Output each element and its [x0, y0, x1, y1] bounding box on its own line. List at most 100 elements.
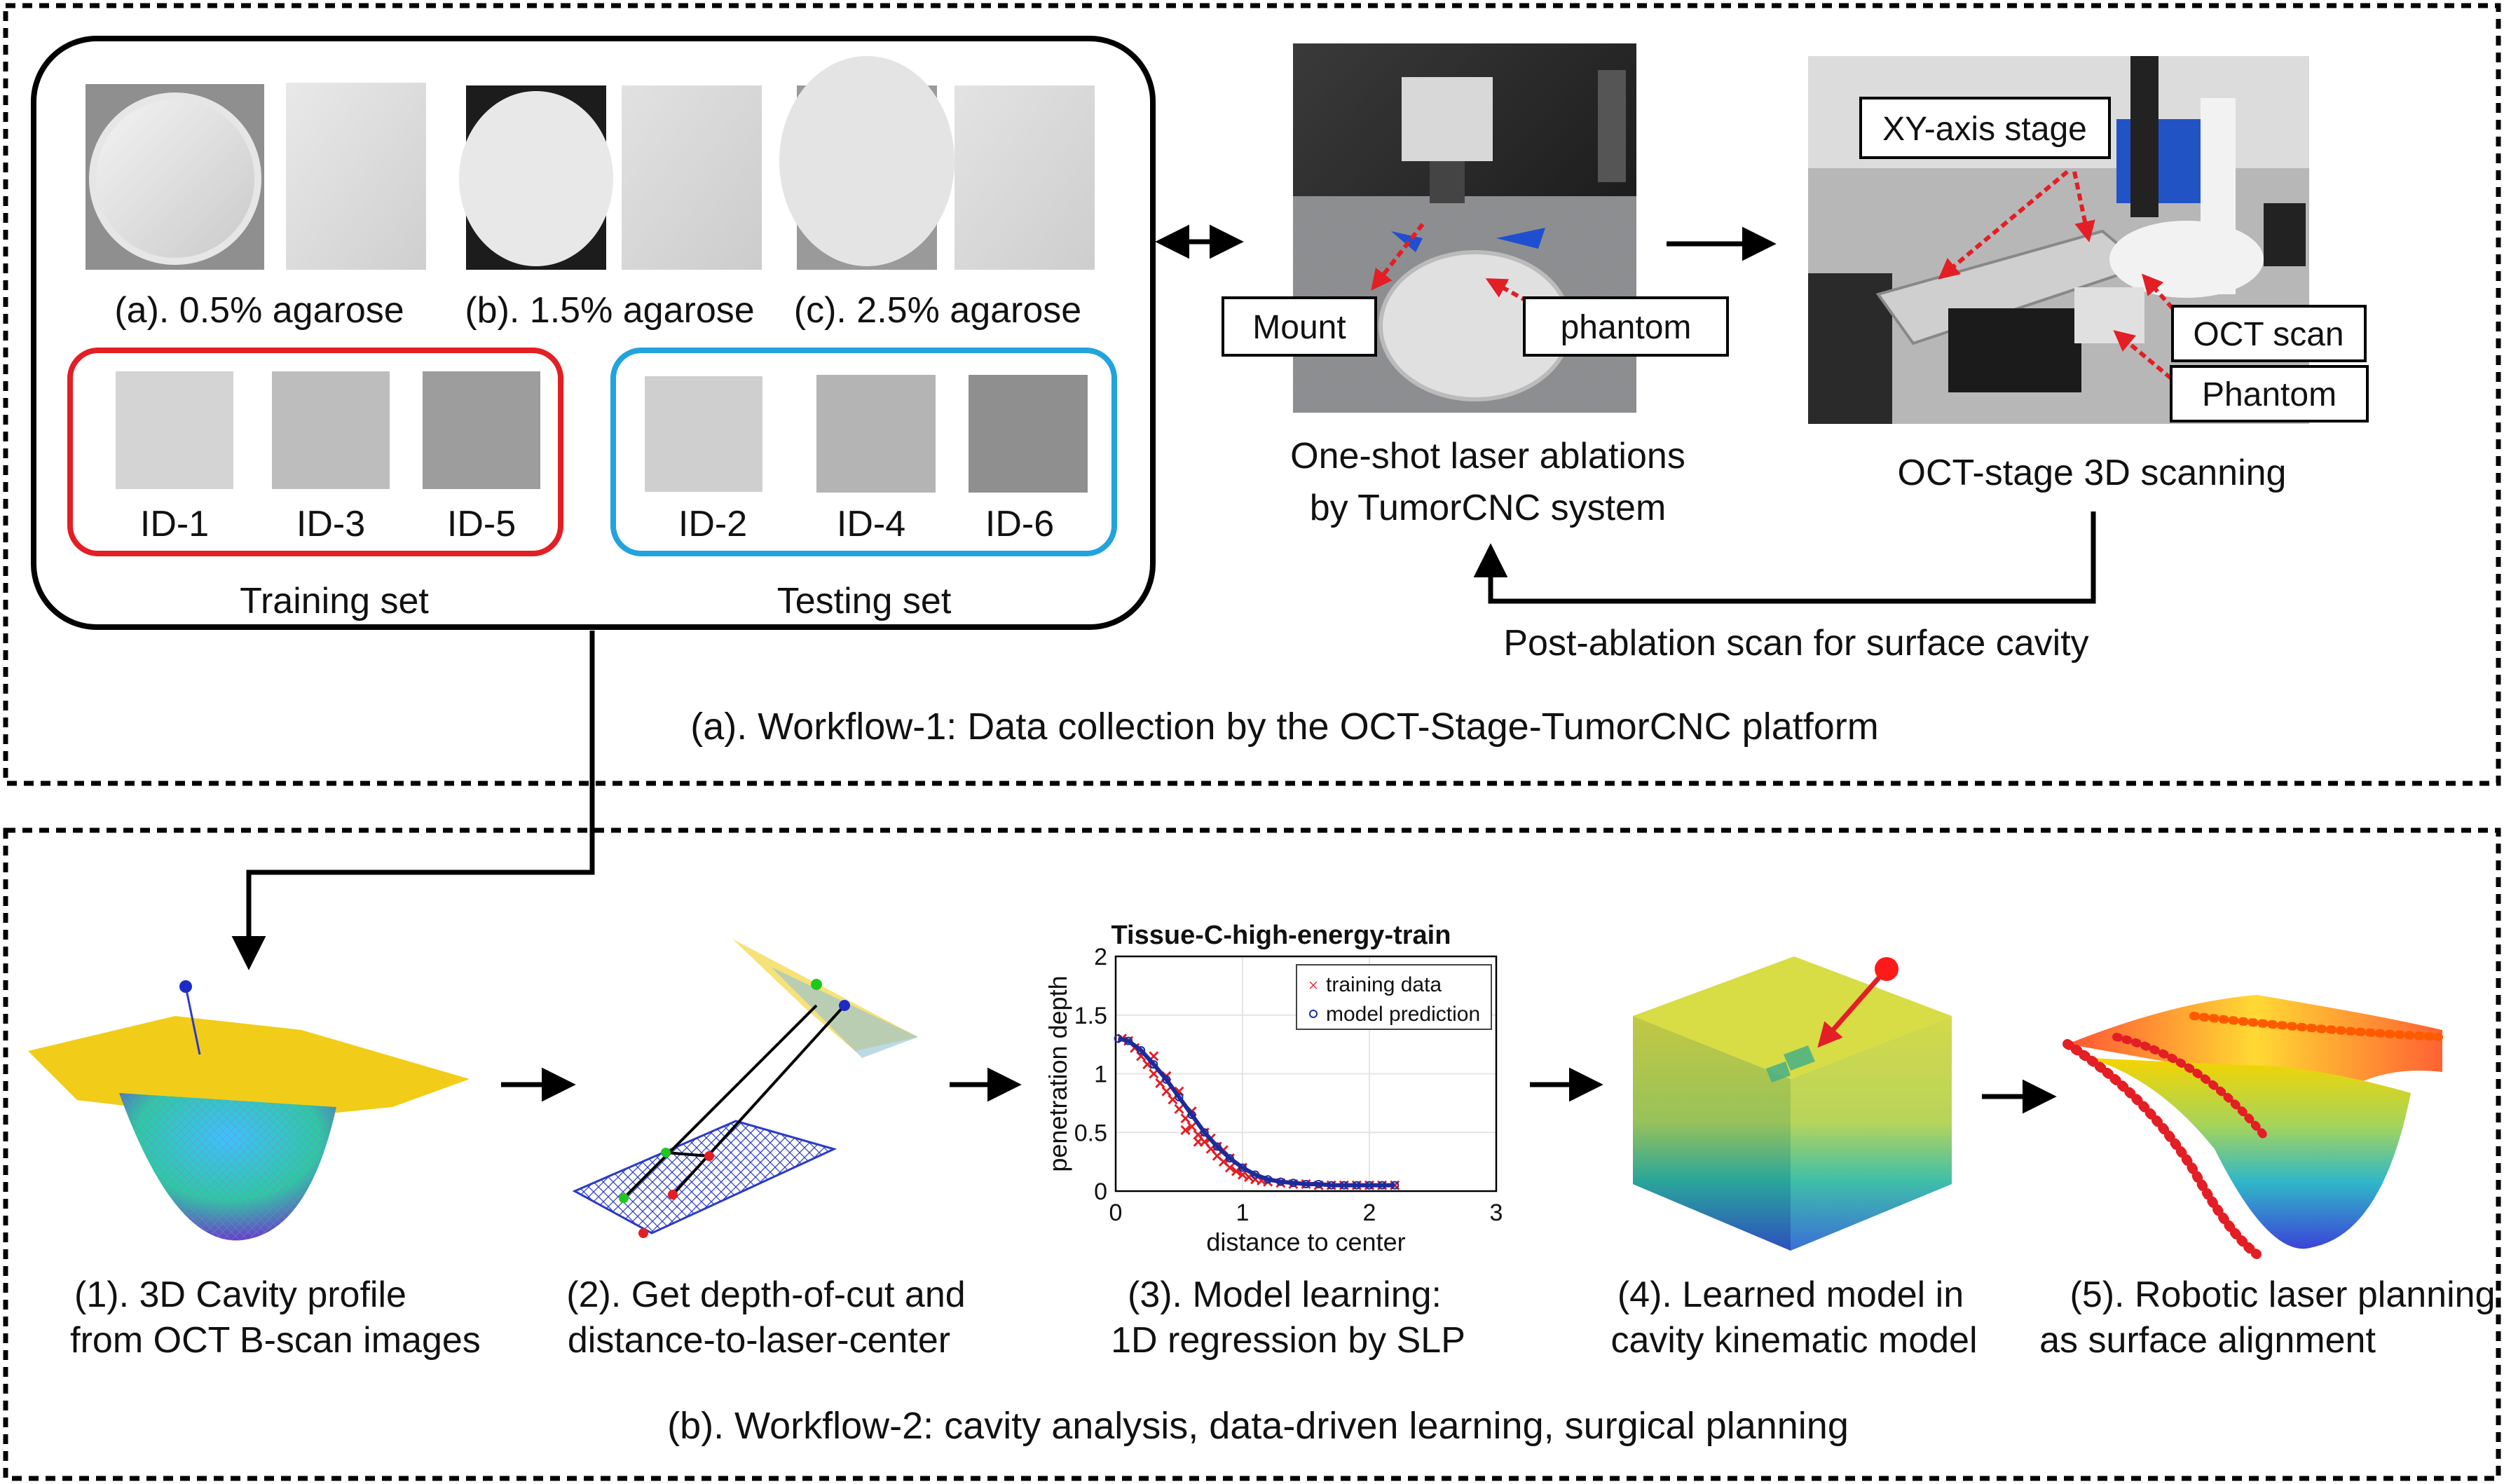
chart-x-tick-label: 0 [1109, 1200, 1123, 1226]
testing-set-box [610, 348, 1117, 556]
workflow2-caption: (b). Workflow-2: cavity analysis, data-d… [667, 1405, 1849, 1447]
agarose-label-15: (b). 1.5% agarose [465, 290, 754, 331]
depth-of-cut-image [572, 939, 918, 1238]
step3-caption-line2: 1D regression by SLP [1111, 1320, 1465, 1361]
xy-stage-pointer [1938, 170, 2069, 280]
legend-marker-model [1309, 1010, 1318, 1018]
model-prediction-point [1137, 1046, 1146, 1054]
step4-caption-line1: (4). Learned model in [1617, 1275, 1964, 1315]
training-id-1: ID-1 [140, 504, 209, 544]
cavity-profile-image [28, 980, 470, 1241]
agarose-photo-25 [779, 56, 1095, 270]
mount-callout: Mount [1252, 309, 1346, 346]
post-ablation-loop-arrow [1473, 511, 2096, 604]
workflow2-frame [3, 827, 2501, 1481]
chart-y-tick-label: 1 [1094, 1062, 1107, 1088]
agarose-photo-15 [459, 85, 762, 270]
legend-label-training: training data [1326, 973, 1442, 996]
testing-id-4: ID-4 [837, 504, 905, 544]
legend-label-model: model prediction [1326, 1003, 1480, 1026]
ablation-photo [1293, 43, 1636, 413]
model-prediction-point [1149, 1060, 1158, 1069]
agarose-photo-05 [85, 83, 426, 270]
training-sample-5 [423, 371, 540, 489]
agarose-label-25: (c). 2.5% agarose [794, 290, 1081, 331]
chart-x-axis-label: distance to center [1206, 1228, 1405, 1256]
model-prediction-point [1289, 1179, 1298, 1188]
workflow-connector-arrow [231, 631, 595, 970]
training-data-point [1186, 1121, 1197, 1132]
oct-scan-callout-box [2171, 305, 2367, 362]
model-prediction-point [1200, 1128, 1209, 1137]
model-prediction-point [1187, 1111, 1196, 1120]
xy-stage-callout: XY-axis stage [1882, 111, 2087, 148]
phantom-oct-pointer [2113, 330, 2173, 380]
mount-pointer [1371, 223, 1425, 291]
chart-x-tick-label: 3 [1490, 1200, 1503, 1226]
model-prediction-point [1301, 1179, 1311, 1188]
model-prediction-point [1238, 1163, 1247, 1172]
training-data-point [1161, 1086, 1172, 1097]
ablation-caption-line1: One-shot laser ablations [1290, 436, 1685, 476]
chart-y-tick-label: 0.5 [1074, 1120, 1107, 1146]
phantom-callout: phantom [1561, 309, 1692, 346]
testing-id-6: ID-6 [985, 504, 1054, 544]
step5-caption-line2: as surface alignment [2039, 1320, 2376, 1361]
model-prediction-point [1327, 1181, 1336, 1190]
model-prediction-point [1212, 1142, 1222, 1151]
model-prediction-point [1365, 1181, 1374, 1190]
oct-scan-callout: OCT scan [2193, 316, 2344, 353]
training-data-point [1180, 1125, 1191, 1135]
step5-caption-line1: (5). Robotic laser planning [2070, 1275, 2496, 1315]
chart-legend: × training data model prediction [1296, 964, 1492, 1030]
workflow1-frame [3, 3, 2501, 786]
chart-plot-frame [1114, 955, 1498, 1193]
chart-y-tick-label: 2 [1094, 944, 1107, 970]
agarose-photo-group [85, 56, 1095, 270]
testing-set-title: Testing set [777, 581, 952, 621]
model-prediction-point [1390, 1181, 1400, 1190]
step2-caption-line1: (2). Get depth-of-cut and [566, 1275, 965, 1315]
model-prediction-point [1251, 1170, 1260, 1179]
phantom-oct-callout: Phantom [2202, 376, 2337, 413]
training-set-title: Training set [240, 581, 429, 621]
ablation-caption-line2: by TumorCNC system [1310, 488, 1667, 528]
oct-scan-pointer [2142, 273, 2175, 310]
xy-stage-pointer-2 [2072, 171, 2095, 242]
testing-id-2: ID-2 [678, 504, 747, 544]
model-prediction-point [1175, 1093, 1184, 1101]
loop-caption: Post-ablation scan for surface cavity [1503, 623, 2088, 664]
phantom-oct-callout-box [2170, 365, 2369, 422]
chart-y-axis-label: penetration depth [1044, 975, 1072, 1172]
training-set-box [67, 348, 563, 556]
testing-sample-6 [969, 375, 1088, 493]
regression-chart: Tissue-C-high-energy-train 0 1 2 3 0 0.5 1 1.5… [1044, 921, 1503, 1256]
model-prediction-point [1352, 1181, 1361, 1190]
chart-y-tick-label: 1.5 [1074, 1003, 1107, 1029]
chart-y-tick-label: 0 [1094, 1179, 1107, 1205]
oct-stage-caption: OCT-stage 3D scanning [1898, 453, 2287, 493]
model-prediction-point [1378, 1181, 1387, 1190]
step1-caption-line2: from OCT B-scan images [70, 1320, 481, 1361]
model-prediction-point [1276, 1177, 1285, 1186]
step2-caption-line2: distance-to-laser-center [568, 1320, 950, 1361]
chart-legend-box [1296, 964, 1492, 1030]
step4-caption-line2: cavity kinematic model [1610, 1320, 1977, 1361]
training-id-3: ID-3 [296, 504, 365, 544]
chart-x-tick-label: 1 [1236, 1200, 1250, 1226]
training-id-5: ID-5 [447, 504, 516, 544]
step3-caption-line1: (3). Model learning: [1128, 1275, 1442, 1315]
training-data-point [1193, 1136, 1203, 1147]
model-prediction-point [1114, 1034, 1123, 1043]
model-prediction-point [1314, 1179, 1323, 1188]
phantom-samples-box [31, 36, 1156, 630]
phantom-pointer [1485, 278, 1529, 303]
model-prediction-point [1264, 1175, 1273, 1184]
chart-title: Tissue-C-high-energy-train [1111, 921, 1451, 950]
training-data-point [1174, 1104, 1184, 1114]
model-prediction-point [1225, 1154, 1234, 1163]
model-prediction-line [1117, 1036, 1395, 1188]
kinematic-model-cube [1633, 956, 1952, 1251]
